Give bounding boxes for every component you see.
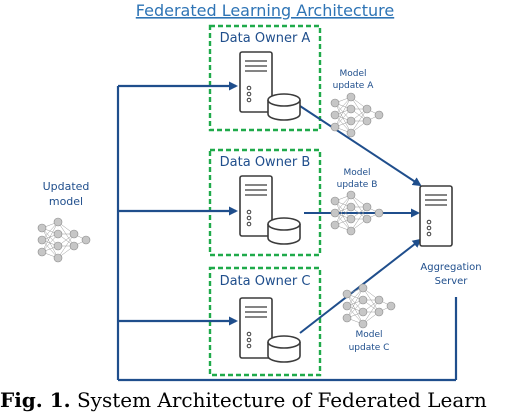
data-owner-b-box	[208, 148, 322, 257]
architecture-diagram: Federated Learning Architecture Data Own…	[37, 1, 482, 382]
data-owner-b-label: Data Owner B	[220, 155, 311, 170]
aggregation-server-label-line2: Server	[435, 276, 469, 287]
model-update-c-line2: update C	[349, 343, 390, 353]
aggregation-server-icon	[419, 185, 453, 247]
aggregation-server-label-line1: Aggregation	[420, 262, 481, 273]
updated-model-line1: Updated	[43, 180, 90, 193]
caption-text: System Architecture of Federated Learn	[76, 388, 487, 412]
data-owner-c-label: Data Owner C	[220, 274, 311, 289]
diagram-title: Federated Learning Architecture	[136, 1, 394, 20]
updated-model-network-icon	[37, 217, 91, 263]
model-update-c-network-icon	[342, 283, 396, 329]
data-owner-a-label: Data Owner A	[220, 31, 311, 46]
arrow-update-a	[299, 105, 422, 187]
data-owner-a-box	[208, 24, 322, 132]
model-update-b-line2: update B	[337, 180, 378, 190]
owner-b-database-icon	[267, 217, 301, 245]
figure-caption: Fig. 1. System Architecture of Federated…	[0, 388, 518, 412]
owner-c-database-icon	[267, 335, 301, 363]
caption-prefix: Fig. 1.	[0, 388, 71, 412]
model-update-c-line1: Model	[355, 330, 382, 340]
owner-a-database-icon	[267, 93, 301, 121]
updated-model-line2: model	[49, 195, 83, 208]
model-update-a-line1: Model	[339, 69, 366, 79]
model-update-b-line1: Model	[343, 168, 370, 178]
model-update-a-line2: update A	[333, 81, 375, 91]
